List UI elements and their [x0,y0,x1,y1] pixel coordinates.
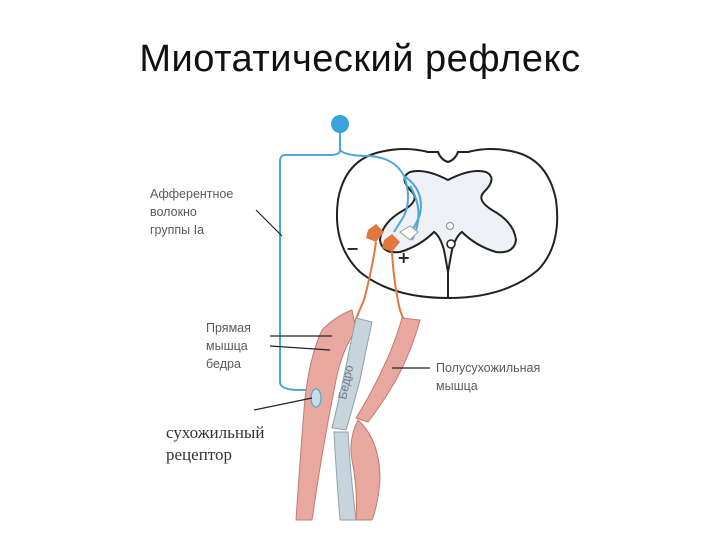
ganglion-node [331,115,349,133]
leader-lines [253,209,430,411]
semitendinosus-label-line2: мышца [436,379,478,393]
excitation-sign: + [397,248,410,267]
tendon-receptor-icon [310,388,322,408]
inhibition-sign: − [346,239,359,258]
afferent-label-line1: Афферентное [150,187,233,201]
receptor-label-line2: рецептор [166,445,232,464]
receptor-label-line1: сухожильный [166,423,264,442]
rectus-label-line1: Прямая [206,321,251,335]
semitendinosus-label-line1: Полусухожильная [436,361,540,375]
afferent-label-line2: волокно [150,205,197,219]
motor-neurons [366,224,419,252]
afferent-fiber [279,130,422,391]
thigh-anatomy [295,309,421,521]
page-title: Миотатический рефлекс [139,38,581,80]
afferent-label-line3: группы Ia [150,223,204,237]
rectus-label-line2: мышца [206,339,248,353]
rectus-label-line3: бедра [206,357,241,371]
